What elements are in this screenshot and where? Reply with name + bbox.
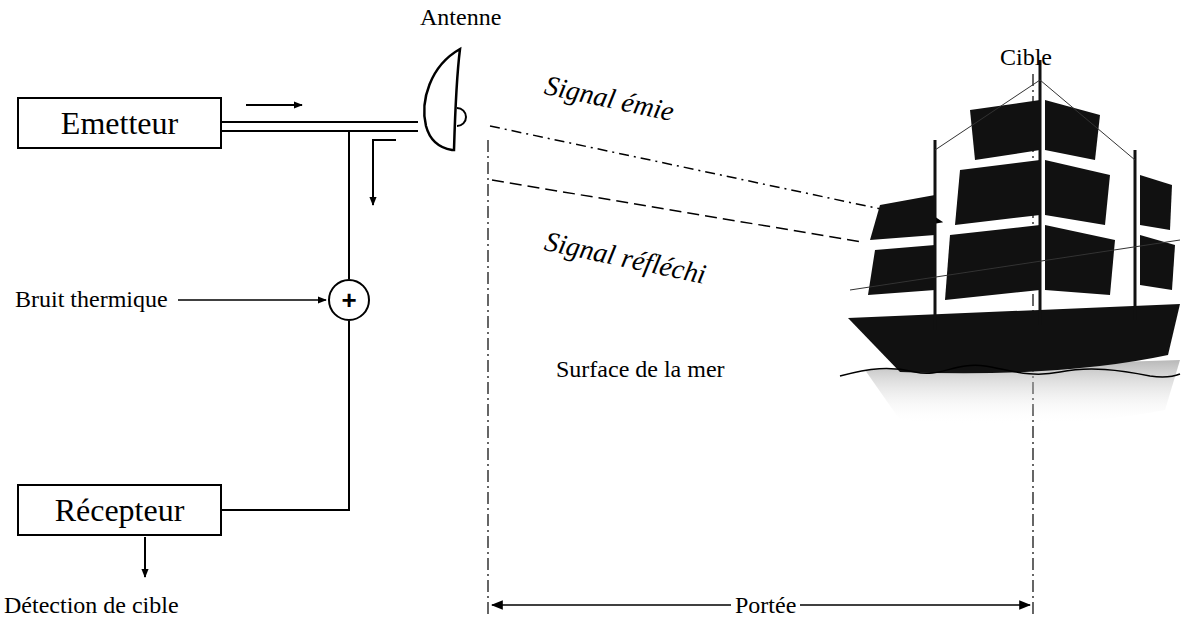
range-arrow — [800, 604, 1030, 606]
noise-label: Bruit thermique — [15, 286, 168, 312]
target-label: Cible — [1000, 44, 1052, 70]
connector-line — [222, 122, 418, 131]
antenna: Antenne — [418, 2, 528, 152]
emitted-signal — [490, 126, 942, 222]
connector-line — [222, 321, 349, 510]
antenna-label: Antenne — [420, 4, 501, 31]
connector-line — [349, 131, 418, 279]
summing-junction: + — [328, 279, 370, 321]
output-label: Détection de cible — [4, 592, 179, 618]
process-box: Emetteur — [17, 97, 222, 149]
node-label: Récepteur — [55, 492, 185, 529]
signal-label: Signal émie — [542, 70, 677, 127]
reference-line — [487, 140, 488, 615]
node-label: Emetteur — [61, 105, 178, 142]
output-arrow — [144, 537, 146, 577]
sea-label: Surface de la mer — [556, 356, 725, 382]
range-label: Portée — [731, 592, 800, 618]
flow-arrow — [373, 140, 396, 205]
node-label: + — [341, 285, 356, 316]
noise-arrow — [178, 299, 326, 301]
antenna-dish — [418, 46, 478, 152]
sea-surface — [840, 365, 1180, 376]
signal-label: Signal réfléchi — [542, 226, 709, 290]
process-box: Récepteur — [17, 484, 222, 536]
flow-arrow — [246, 104, 302, 106]
range-arrow — [492, 604, 732, 606]
